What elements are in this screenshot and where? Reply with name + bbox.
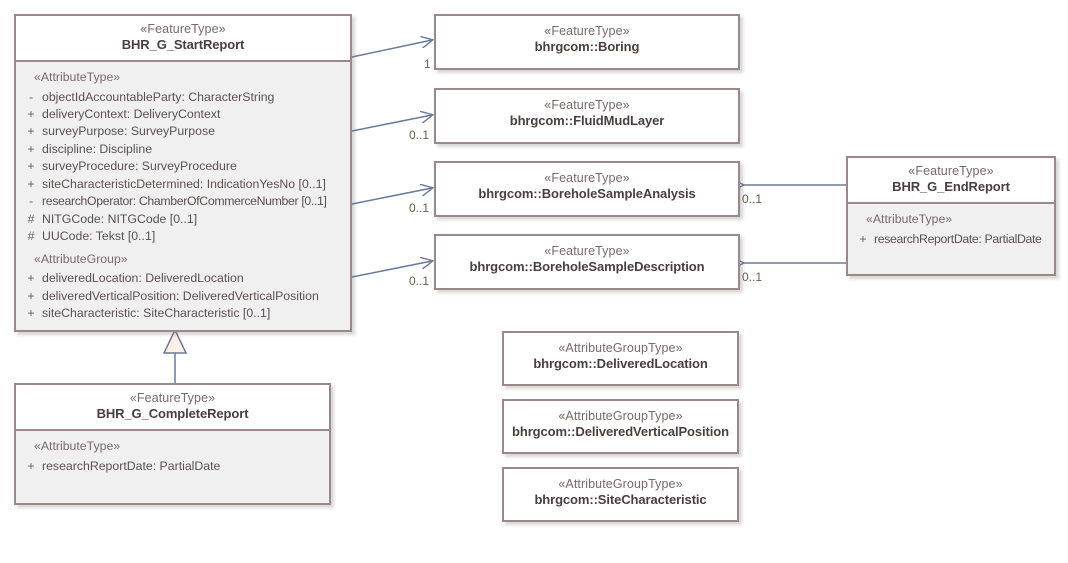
visibility-marker: + <box>27 159 35 174</box>
multiplicity-start-to-boreholesampleanalysis: 0..1 <box>409 201 430 215</box>
class-header-bhrgcom-sitecharacteristic: «AttributeGroupType» bhrgcom::SiteCharac… <box>504 469 737 516</box>
class-box-bhrgcom-deliveredlocation[interactable]: «AttributeGroupType» bhrgcom::DeliveredL… <box>502 331 739 386</box>
class-box-bhrgcom-boreholesampledescription[interactable]: «FeatureType» bhrgcom::BoreholeSampleDes… <box>434 234 740 290</box>
attribute-group-label: «AttributeGroup» <box>34 251 128 266</box>
class-header-bhrgcom-boreholesampleanalysis: «FeatureType» bhrgcom::BoreholeSampleAna… <box>436 163 738 210</box>
attribute-signature: UUCode: Tekst [0..1] <box>42 229 156 244</box>
class-name-label: BHR_G_EndReport <box>892 179 1010 195</box>
class-header-bhr-g-startreport: «FeatureType» BHR_G_StartReport <box>16 16 350 63</box>
visibility-marker: + <box>27 288 35 303</box>
visibility-marker: + <box>27 176 35 191</box>
class-attributes-bhr-g-completereport: «AttributeType» + researchReportDate: Pa… <box>16 431 329 504</box>
stereotype-label: «AttributeGroupType» <box>558 477 683 491</box>
attribute-group-label: «AttributeType» <box>34 70 121 85</box>
multiplicity-endreport-to-boreholesampledescription: 0..1 <box>742 270 763 284</box>
class-attributes-bhr-g-startreport: «AttributeType» - objectIdAccountablePar… <box>16 62 350 331</box>
class-name-label: bhrgcom::BoreholeSampleAnalysis <box>478 186 696 202</box>
attribute-row: - objectIdAccountableParty: CharacterStr… <box>20 89 346 106</box>
attribute-signature: researchOperator: ChamberOfCommerceNumbe… <box>42 194 327 209</box>
attribute-group-label: «AttributeType» <box>866 212 953 227</box>
attribute-signature: surveyProcedure: SurveyProcedure <box>42 159 237 174</box>
stereotype-label: «FeatureType» <box>129 391 216 405</box>
attribute-row: + deliveredLocation: DeliveredLocation <box>20 270 346 287</box>
class-header-bhr-g-completereport: «FeatureType» BHR_G_CompleteReport <box>16 385 329 432</box>
attribute-signature: siteCharacteristicDetermined: Indication… <box>42 176 326 191</box>
connector-completereport-generalizes-startreport[interactable] <box>162 328 188 383</box>
attribute-signature: deliveredVerticalPosition: DeliveredVert… <box>42 288 319 303</box>
attribute-signature: NITGCode: NITGCode [0..1] <box>42 211 198 226</box>
class-name-label: bhrgcom::DeliveredLocation <box>533 356 708 372</box>
visibility-marker: + <box>859 231 867 246</box>
class-box-bhrgcom-boreholesampleanalysis[interactable]: «FeatureType» bhrgcom::BoreholeSampleAna… <box>434 161 740 217</box>
visibility-marker: - <box>28 194 34 209</box>
visibility-marker: + <box>27 271 35 286</box>
attribute-row: - researchOperator: ChamberOfCommerceNum… <box>20 193 346 210</box>
attribute-row: + discipline: Discipline <box>20 141 346 158</box>
class-header-bhr-g-endreport: «FeatureType» BHR_G_EndReport <box>848 158 1054 205</box>
class-attributes-bhr-g-endreport: «AttributeType» + researchReportDate: Pa… <box>848 204 1054 275</box>
class-box-bhrgcom-sitecharacteristic[interactable]: «AttributeGroupType» bhrgcom::SiteCharac… <box>502 467 739 522</box>
attribute-group-label: «AttributeType» <box>34 439 121 454</box>
attribute-signature: deliveryContext: DeliveryContext <box>42 107 221 122</box>
class-box-bhrgcom-deliveredverticalposition[interactable]: «AttributeGroupType» bhrgcom::DeliveredV… <box>502 399 739 454</box>
multiplicity-start-to-boreholesampledescription: 0..1 <box>409 274 430 288</box>
attribute-signature: discipline: Discipline <box>42 141 153 156</box>
visibility-marker: + <box>27 458 35 473</box>
class-box-bhr-g-completereport[interactable]: «FeatureType» BHR_G_CompleteReport «Attr… <box>14 383 331 506</box>
class-name-label: bhrgcom::SiteCharacteristic <box>534 492 707 508</box>
multiplicity-start-to-fluidmudlayer: 0..1 <box>409 128 430 142</box>
attribute-signature: researchReportDate: PartialDate <box>42 458 221 473</box>
class-header-bhrgcom-boreholesampledescription: «FeatureType» bhrgcom::BoreholeSampleDes… <box>436 236 738 283</box>
class-header-bhrgcom-fluidmudlayer: «FeatureType» bhrgcom::FluidMudLayer <box>436 90 738 137</box>
visibility-marker: # <box>27 211 35 226</box>
stereotype-label: «AttributeGroupType» <box>558 409 683 423</box>
class-header-bhrgcom-deliveredlocation: «AttributeGroupType» bhrgcom::DeliveredL… <box>504 333 737 380</box>
stereotype-label: «FeatureType» <box>908 164 994 178</box>
attribute-signature: researchReportDate: PartialDate <box>874 231 1042 246</box>
class-header-bhrgcom-boring: «FeatureType» bhrgcom::Boring <box>436 16 738 63</box>
visibility-marker: + <box>27 124 35 139</box>
multiplicity-start-to-boring: 1 <box>424 57 431 71</box>
visibility-marker: # <box>27 229 35 244</box>
visibility-marker: + <box>27 141 35 156</box>
class-box-bhrgcom-fluidmudlayer[interactable]: «FeatureType» bhrgcom::FluidMudLayer <box>434 88 740 144</box>
stereotype-label: «FeatureType» <box>544 244 630 258</box>
attribute-row: # UUCode: Tekst [0..1] <box>20 228 346 245</box>
visibility-marker: + <box>27 107 35 122</box>
attribute-row: + researchReportDate: PartialDate <box>852 231 1050 248</box>
visibility-marker: - <box>28 89 34 104</box>
attribute-row: + siteCharacteristic: SiteCharacteristic… <box>20 305 346 322</box>
class-name-label: bhrgcom::FluidMudLayer <box>509 113 665 129</box>
attribute-row: + deliveryContext: DeliveryContext <box>20 106 346 123</box>
class-box-bhr-g-startreport[interactable]: «FeatureType» BHR_G_StartReport «Attribu… <box>14 14 352 333</box>
attribute-signature: siteCharacteristic: SiteCharacteristic [… <box>42 306 271 320</box>
class-name-label: bhrgcom::DeliveredVerticalPosition <box>512 424 729 440</box>
stereotype-label: «AttributeGroupType» <box>558 341 683 355</box>
stereotype-label: «FeatureType» <box>140 22 226 36</box>
attribute-row: # NITGCode: NITGCode [0..1] <box>20 211 346 228</box>
attribute-row: + siteCharacteristicDetermined: Indicati… <box>20 176 346 193</box>
attribute-row: + deliveredVerticalPosition: DeliveredVe… <box>20 288 346 305</box>
attribute-row: + surveyPurpose: SurveyPurpose <box>20 123 346 140</box>
attribute-row: + researchReportDate: PartialDate <box>20 458 325 475</box>
class-name-label: bhrgcom::BoreholeSampleDescription <box>469 259 705 275</box>
connector-start-to-boring[interactable] <box>351 40 432 58</box>
class-box-bhr-g-endreport[interactable]: «FeatureType» BHR_G_EndReport «Attribute… <box>846 156 1056 277</box>
class-box-bhrgcom-boring[interactable]: «FeatureType» bhrgcom::Boring <box>434 14 740 70</box>
stereotype-label: «FeatureType» <box>544 98 630 112</box>
stereotype-label: «FeatureType» <box>544 24 630 38</box>
stereotype-label: «FeatureType» <box>544 171 630 185</box>
attribute-signature: surveyPurpose: SurveyPurpose <box>42 124 215 139</box>
multiplicity-endreport-to-boreholesampleanalysis: 0..1 <box>742 192 763 206</box>
class-header-bhrgcom-deliveredverticalposition: «AttributeGroupType» bhrgcom::DeliveredV… <box>504 401 737 448</box>
class-name-label: bhrgcom::Boring <box>534 39 640 55</box>
attribute-signature: deliveredLocation: DeliveredLocation <box>42 271 244 286</box>
class-name-label: BHR_G_StartReport <box>121 37 245 53</box>
attribute-row: + surveyProcedure: SurveyProcedure <box>20 158 346 175</box>
visibility-marker: + <box>27 306 35 320</box>
attribute-signature: objectIdAccountableParty: CharacterStrin… <box>42 89 275 104</box>
class-name-label: BHR_G_CompleteReport <box>96 406 249 422</box>
